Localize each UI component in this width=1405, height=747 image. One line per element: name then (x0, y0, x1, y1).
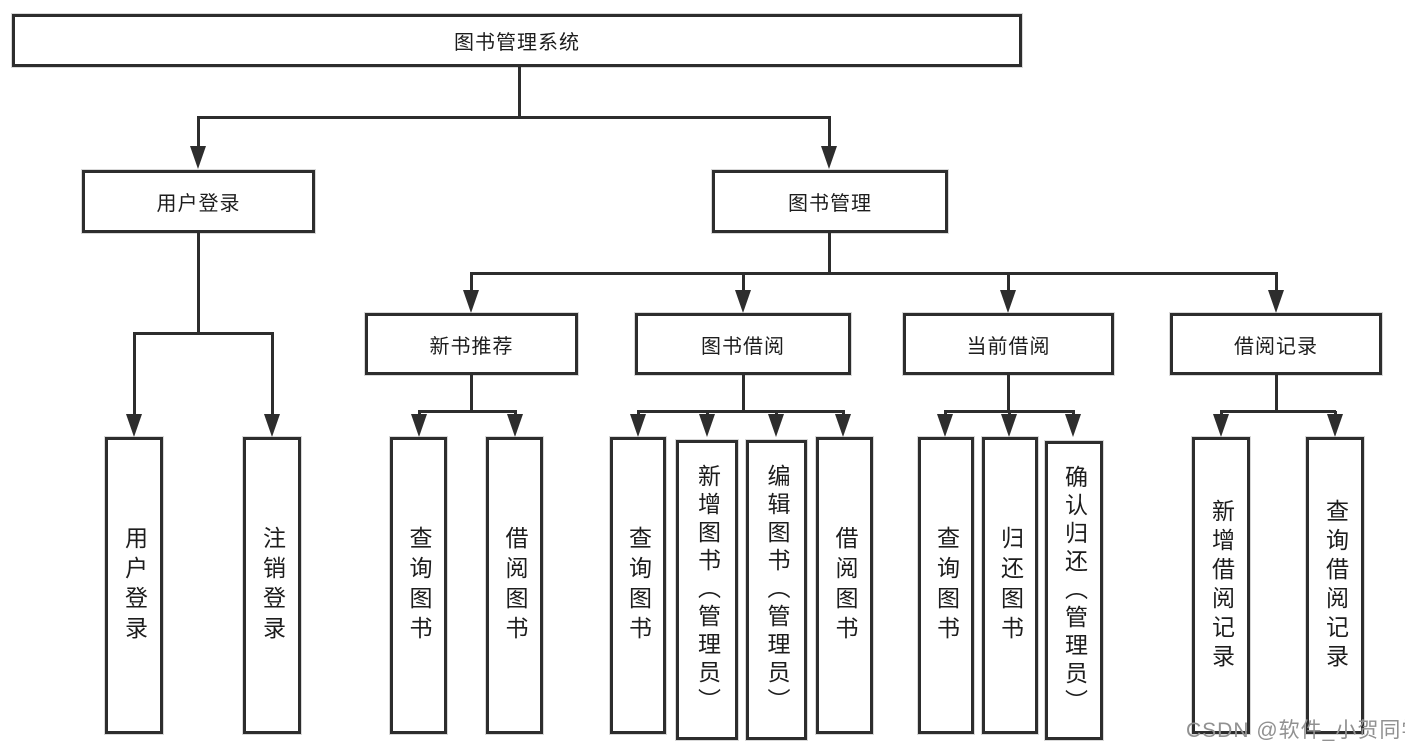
connector-line (1007, 375, 1010, 412)
leaf-cb-query-book-label: 查询图书 (933, 525, 960, 646)
node-root-label: 图书管理系统 (454, 32, 580, 54)
node-borrowing-records-label: 借阅记录 (1234, 335, 1318, 358)
connector-arrowhead (768, 414, 784, 437)
leaf-bb-add-book-admin-label: 新增图书（管理员） (694, 464, 721, 716)
connector-line (518, 67, 521, 117)
connector-line (742, 375, 745, 412)
leaf-bb-edit-book-admin: 编辑图书（管理员） (746, 440, 807, 740)
leaf-bb-borrow-book-label: 借阅图书 (832, 525, 858, 646)
leaf-nb-query-book: 查询图书 (390, 437, 447, 734)
leaf-bb-borrow-book: 借阅图书 (816, 437, 873, 734)
leaf-bb-add-book-admin: 新增图书（管理员） (676, 440, 738, 740)
connector-line (828, 117, 831, 148)
node-book-management-label: 图书管理 (788, 193, 872, 215)
connector-arrowhead (1327, 414, 1343, 437)
leaf-logout-label: 注销登录 (259, 525, 286, 646)
connector-line (271, 333, 274, 415)
connector-line (1275, 273, 1278, 292)
node-current-borrowing: 当前借阅 (903, 313, 1114, 375)
node-new-book-recommend: 新书推荐 (365, 313, 578, 375)
connector-arrowhead (126, 414, 142, 437)
leaf-user-login: 用户登录 (105, 437, 163, 734)
leaf-cb-query-book: 查询图书 (918, 437, 974, 734)
leaf-br-query-record: 查询借阅记录 (1306, 437, 1364, 734)
connector-arrowhead (1000, 290, 1016, 313)
leaf-br-add-record: 新增借阅记录 (1192, 437, 1250, 734)
connector-line (470, 272, 1278, 275)
connector-arrowhead (463, 290, 479, 313)
node-book-management: 图书管理 (712, 170, 948, 233)
leaf-cb-confirm-return-admin: 确认归还（管理员） (1045, 441, 1103, 740)
node-root: 图书管理系统 (12, 14, 1022, 67)
connector-line (133, 333, 136, 415)
node-borrowing-records: 借阅记录 (1170, 313, 1382, 375)
connector-arrowhead (937, 414, 953, 437)
leaf-cb-return-book-label: 归还图书 (997, 525, 1024, 646)
connector-line (470, 375, 473, 412)
connector-arrowhead (507, 414, 523, 437)
connector-arrowhead (821, 146, 837, 169)
connector-arrowhead (264, 414, 280, 437)
node-new-book-recommend-label: 新书推荐 (429, 335, 514, 358)
connector-arrowhead (190, 146, 206, 169)
connector-arrowhead (1213, 414, 1229, 437)
leaf-nb-borrow-book: 借阅图书 (486, 437, 543, 734)
connector-line (1220, 410, 1336, 413)
leaf-bb-edit-book-admin-label: 编辑图书（管理员） (764, 464, 790, 716)
leaf-nb-borrow-book-label: 借阅图书 (502, 525, 528, 646)
leaf-logout: 注销登录 (243, 437, 301, 734)
leaf-br-add-record-label: 新增借阅记录 (1208, 498, 1235, 673)
connector-line (133, 332, 274, 335)
leaf-cb-confirm-return-admin-label: 确认归还（管理员） (1061, 464, 1088, 717)
node-user-login-label: 用户登录 (156, 193, 241, 215)
connector-line (197, 233, 200, 333)
connector-line (637, 410, 845, 413)
node-book-borrowing: 图书借阅 (635, 313, 851, 375)
connector-arrowhead (411, 414, 427, 437)
connector-arrowhead (1001, 414, 1017, 437)
connector-arrowhead (1268, 290, 1284, 313)
connector-line (1275, 375, 1278, 412)
leaf-cb-return-book: 归还图书 (982, 437, 1038, 734)
connector-line (470, 273, 473, 292)
connector-line (1007, 273, 1010, 292)
leaf-bb-query-book-label: 查询图书 (625, 525, 652, 646)
connector-arrowhead (1065, 414, 1081, 437)
node-user-login: 用户登录 (82, 170, 315, 233)
csdn-watermark: CSDN @软件_小贺同学 (1186, 719, 1405, 742)
connector-line (828, 233, 831, 273)
connector-line (418, 410, 517, 413)
connector-line (742, 273, 745, 292)
connector-line (197, 116, 831, 119)
connector-line (197, 117, 200, 148)
node-book-borrowing-label: 图书借阅 (701, 335, 785, 358)
leaf-nb-query-book-label: 查询图书 (406, 525, 432, 646)
node-current-borrowing-label: 当前借阅 (966, 335, 1051, 358)
connector-arrowhead (835, 414, 851, 437)
connector-arrowhead (735, 290, 751, 313)
leaf-bb-query-book: 查询图书 (610, 437, 666, 734)
connector-arrowhead (630, 414, 646, 437)
leaf-br-query-record-label: 查询借阅记录 (1322, 498, 1349, 673)
connector-arrowhead (699, 414, 715, 437)
leaf-user-login-label: 用户登录 (121, 525, 148, 646)
